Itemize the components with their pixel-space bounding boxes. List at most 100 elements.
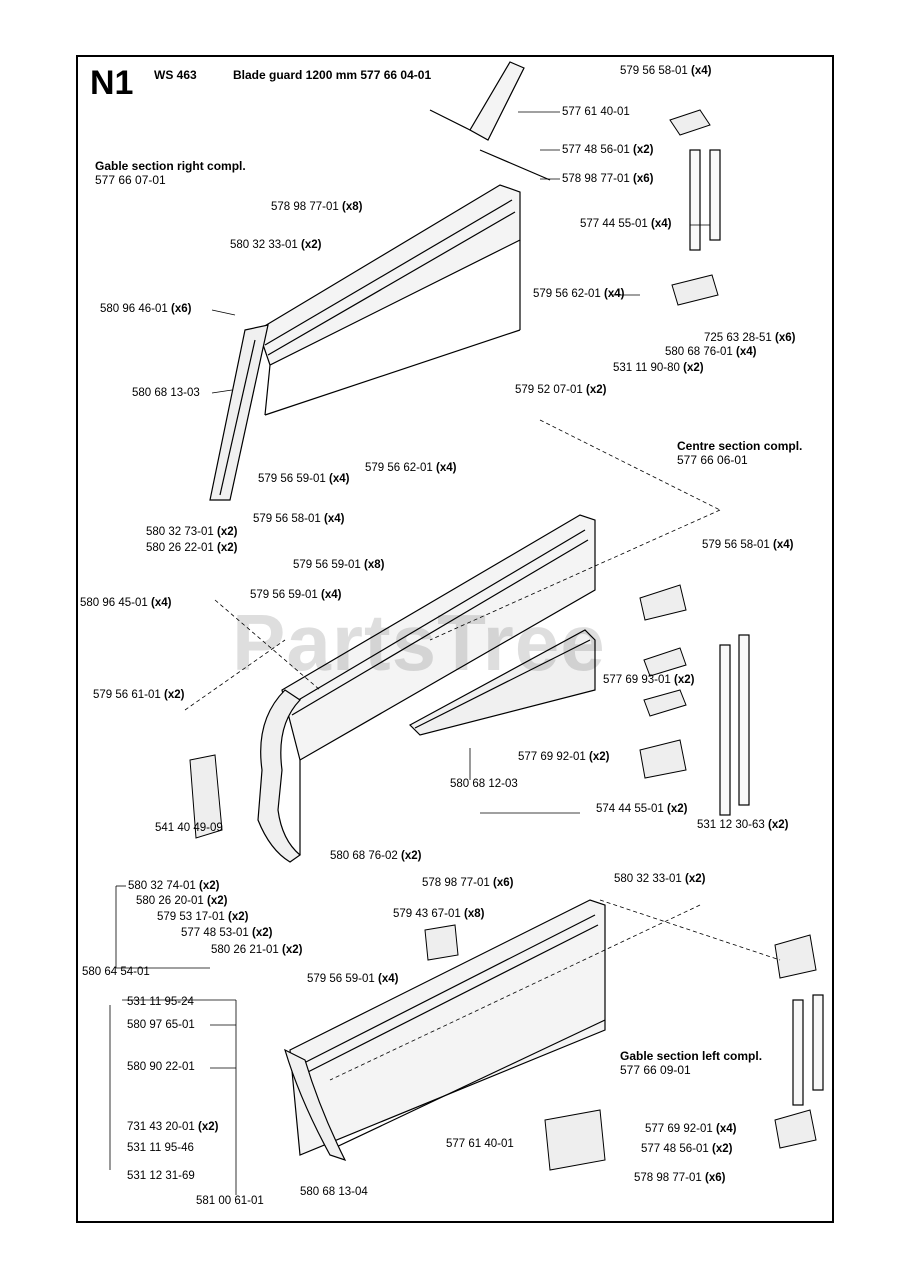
part-label: 531 12 31-69 — [127, 1170, 195, 1182]
quantity-suffix: (x2) — [711, 1143, 733, 1155]
part-label: 579 56 61-01 (x2) — [93, 689, 185, 701]
part-label: 577 61 40-01 — [446, 1138, 514, 1150]
quantity-suffix: (x2) — [216, 542, 238, 554]
part-label: 574 44 55-01 (x2) — [596, 803, 688, 815]
quantity-suffix: (x2) — [281, 944, 303, 956]
part-label: 531 12 30-63 (x2) — [697, 819, 789, 831]
part-label: 580 32 33-01 (x2) — [230, 239, 322, 251]
quantity-suffix: (x4) — [735, 346, 757, 358]
part-label: 579 56 59-01 (x8) — [293, 559, 385, 571]
quantity-suffix: (x2) — [683, 362, 704, 374]
section-title-gable-left: Gable section left compl. — [620, 1049, 763, 1063]
quantity-suffix: (x4) — [603, 288, 625, 300]
quantity-suffix: (x2) — [163, 689, 185, 701]
part-label: 579 56 58-01 (x4) — [702, 539, 794, 551]
section-title-gable-right: Gable section right compl. — [95, 159, 246, 173]
gable-section-left-drawing — [284, 899, 606, 1162]
gable-section-right-drawing — [209, 184, 521, 501]
leader-lines — [109, 111, 710, 1195]
quantity-suffix: (x6) — [632, 173, 654, 185]
part-label: 579 53 17-01 (x2) — [157, 911, 249, 923]
quantity-suffix: (x6) — [774, 332, 796, 344]
part-label: 580 32 74-01 (x2) — [128, 880, 220, 892]
quantity-suffix: (x4) — [320, 589, 342, 601]
part-label: 578 98 77-01 (x6) — [422, 877, 514, 889]
part-label: 580 90 22-01 — [127, 1061, 195, 1073]
part-label: 580 97 65-01 — [127, 1019, 195, 1031]
quantity-suffix: (x2) — [206, 895, 228, 907]
part-label: 531 11 95-46 — [127, 1142, 194, 1154]
part-label: 531 11 90-80 (x2) — [613, 362, 704, 374]
part-label: 580 96 46-01 (x6) — [100, 303, 192, 315]
quantity-suffix: (x4) — [690, 65, 712, 77]
assembly-lines-drawing — [184, 419, 781, 1081]
part-label: 579 56 59-01 (x4) — [250, 589, 342, 601]
part-label: 577 48 56-01 (x2) — [562, 144, 654, 156]
quantity-suffix: (x8) — [341, 201, 363, 213]
quantity-suffix: (x2) — [198, 880, 220, 892]
part-label: 580 26 20-01 (x2) — [136, 895, 228, 907]
quantity-suffix: (x2) — [684, 873, 706, 885]
part-label: 577 69 93-01 (x2) — [603, 674, 695, 686]
quantity-suffix: (x4) — [328, 473, 350, 485]
part-label: 577 69 92-01 (x4) — [645, 1123, 737, 1135]
part-label: 579 56 59-01 (x4) — [307, 973, 399, 985]
part-label: 579 56 58-01 (x4) — [253, 513, 345, 525]
quantity-suffix: (x4) — [435, 462, 457, 474]
quantity-suffix: (x4) — [772, 539, 794, 551]
part-label: 580 68 13-03 — [132, 387, 200, 399]
part-label: 577 48 53-01 (x2) — [181, 927, 273, 939]
part-label: 581 00 61-01 — [196, 1195, 264, 1207]
quantity-suffix: (x2) — [251, 927, 273, 939]
quantity-suffix: (x8) — [463, 908, 485, 920]
diagram-code: N1 — [90, 64, 134, 102]
part-label: 579 43 67-01 (x8) — [393, 908, 485, 920]
part-label: 578 98 77-01 (x6) — [634, 1172, 726, 1184]
part-label: 578 98 77-01 (x8) — [271, 201, 363, 213]
part-label: 580 32 73-01 (x2) — [146, 526, 238, 538]
part-label: 531 11 95-24 — [127, 996, 194, 1008]
part-label: 541 40 49-09 — [155, 822, 223, 834]
quantity-suffix: (x4) — [650, 218, 672, 230]
quantity-suffix: (x6) — [170, 303, 192, 315]
part-label: 580 68 13-04 — [300, 1186, 368, 1198]
part-label: 580 68 12-03 — [450, 778, 518, 790]
section-number-gable-left: 577 66 09-01 — [620, 1063, 691, 1077]
watermark: PartsTree — [232, 598, 606, 687]
part-label: 725 63 28-51 (x6) — [704, 332, 796, 344]
part-label: 580 64 54-01 — [82, 966, 150, 978]
part-label: 731 43 20-01 (x2) — [127, 1121, 219, 1133]
quantity-suffix: (x2) — [400, 850, 422, 862]
quantity-suffix: (x2) — [673, 674, 695, 686]
section-title-centre: Centre section compl. — [677, 439, 803, 453]
quantity-suffix: (x2) — [585, 384, 607, 396]
model-number: WS 463 — [154, 68, 197, 82]
part-label: 580 26 22-01 (x2) — [146, 542, 238, 554]
quantity-suffix: (x6) — [492, 877, 514, 889]
support-posts-drawing — [689, 149, 824, 1106]
quantity-suffix: (x2) — [666, 803, 688, 815]
blade-guard-drawing — [429, 61, 551, 181]
part-label: 579 56 62-01 (x4) — [365, 462, 457, 474]
quantity-suffix: (x6) — [704, 1172, 726, 1184]
quantity-suffix: (x4) — [323, 513, 345, 525]
part-label: 580 96 45-01 (x4) — [80, 597, 172, 609]
centre-section-drawing — [257, 514, 596, 863]
quantity-suffix: (x2) — [216, 526, 238, 538]
quantity-suffix: (x2) — [767, 819, 789, 831]
quantity-suffix: (x2) — [588, 751, 610, 763]
quantity-suffix: (x8) — [363, 559, 385, 571]
part-label: 580 68 76-01 (x4) — [665, 346, 757, 358]
quantity-suffix: (x2) — [197, 1121, 219, 1133]
quantity-suffix: (x4) — [150, 597, 172, 609]
blade-guard-title: Blade guard 1200 mm 577 66 04-01 — [233, 68, 432, 82]
part-label: 580 68 76-02 (x2) — [330, 850, 422, 862]
quantity-suffix: (x2) — [632, 144, 654, 156]
part-label: 579 52 07-01 (x2) — [515, 384, 607, 396]
section-number-gable-right: 577 66 07-01 — [95, 173, 166, 187]
part-label: 579 56 59-01 (x4) — [258, 473, 350, 485]
quantity-suffix: (x2) — [227, 911, 249, 923]
part-label: 580 26 21-01 (x2) — [211, 944, 303, 956]
quantity-suffix: (x4) — [715, 1123, 737, 1135]
